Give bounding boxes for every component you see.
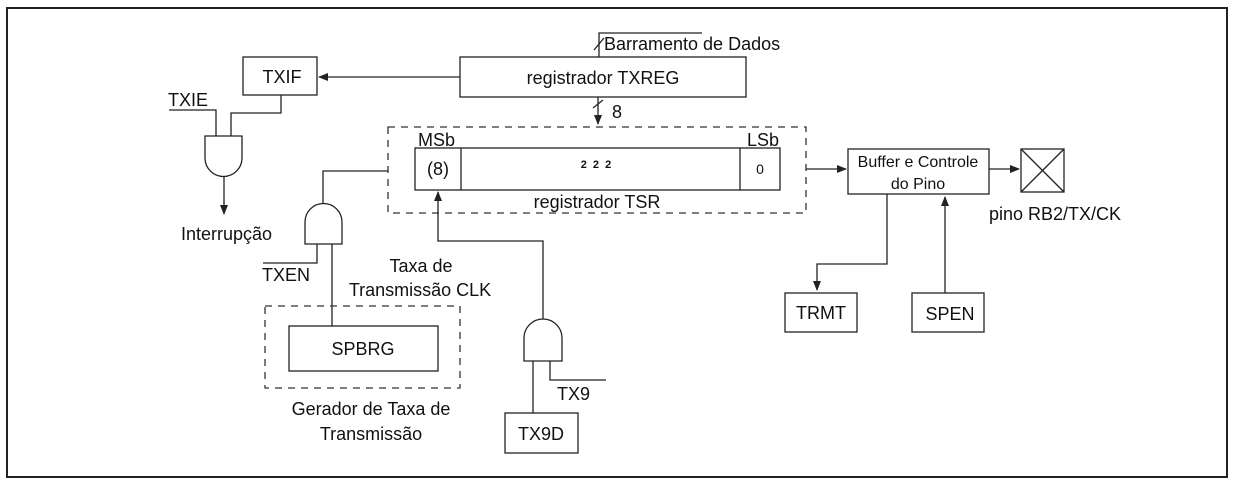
bus-slash-icon — [593, 37, 605, 51]
baud-gen-label-line2: Transmissão — [320, 424, 422, 444]
tsr-register: (8) 2 2 2 0 — [414, 147, 781, 191]
txreg-block: registrador TXREG — [459, 56, 747, 98]
tx9-label: TX9 — [557, 384, 590, 404]
txreg-label: registrador TXREG — [527, 68, 680, 88]
txif-label: TXIF — [263, 67, 302, 87]
txen-label: TXEN — [262, 265, 310, 285]
msb-label: MSb — [418, 130, 455, 150]
baud-gen-label-line1: Gerador de Taxa de — [292, 399, 451, 419]
trmt-label: TRMT — [796, 303, 846, 323]
tsr-msb-cell: (8) — [427, 159, 449, 179]
baud-generator-outline — [264, 305, 461, 389]
tx9d-block: TX9D — [504, 412, 579, 454]
pin-label: pino RB2/TX/CK — [989, 204, 1121, 224]
clk-label-line2: Transmissão CLK — [349, 280, 491, 300]
buffer-control-block: Buffer e Controle do Pino — [847, 148, 990, 195]
bus-slash-icon — [592, 99, 604, 109]
clk-label-line1: Taxa de — [389, 256, 452, 276]
pin-icon — [1020, 148, 1065, 193]
trmt-block: TRMT — [784, 292, 858, 333]
txie-label: TXIE — [168, 90, 208, 110]
spbrg-block: SPBRG — [288, 325, 439, 372]
tsr-lsb-cell: 0 — [756, 161, 764, 177]
bus-width-label: 8 — [612, 102, 622, 122]
interrupt-and-gate: TXIE Interrupção — [168, 90, 282, 244]
spen-block: SPEN — [911, 292, 985, 333]
buffer-label-line2: do Pino — [891, 176, 945, 193]
and-gate-icon — [523, 318, 563, 362]
tsr-enable-and-gate: TXEN — [262, 170, 388, 326]
tsr-label-text: registrador TSR — [534, 192, 661, 212]
txif-block: TXIF — [242, 56, 318, 96]
buffer-label-line1: Buffer e Controle — [858, 154, 979, 171]
spen-label: SPEN — [925, 304, 974, 324]
tx9d-label: TX9D — [518, 424, 564, 444]
tsr-group-outline — [387, 126, 807, 214]
and-gate-icon — [204, 135, 243, 178]
tsr-middle-cell: 2 2 2 — [581, 159, 612, 171]
and-gate-icon — [304, 202, 343, 245]
data-bus-label: Barramento de Dados — [604, 34, 780, 54]
data-bus: Barramento de Dados — [593, 32, 780, 57]
bit8-and-gate: TX9 — [434, 191, 606, 413]
buffer-to-trmt-arrow — [813, 194, 888, 291]
lsb-label: LSb — [747, 130, 779, 150]
spbrg-label: SPBRG — [331, 339, 394, 359]
interrupt-label: Interrupção — [181, 224, 272, 244]
txreg-to-tsr-bus: 8 — [592, 97, 622, 125]
